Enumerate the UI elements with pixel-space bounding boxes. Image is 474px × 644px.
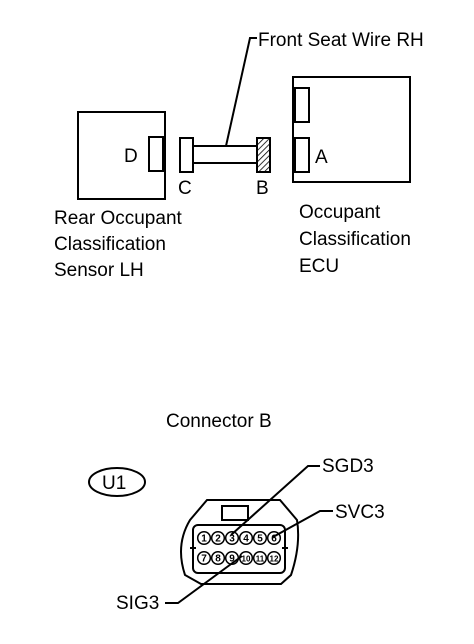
connector-pin-number: 12 <box>270 555 279 564</box>
connector-pin-3 <box>224 530 240 546</box>
connector-a-label: A <box>315 147 328 168</box>
ecu-label-line-1: Occupant <box>299 202 381 223</box>
connector-view-title: Connector B <box>166 411 272 432</box>
ecu-label-line-2: Classification <box>299 229 411 250</box>
connector-latch-tab <box>221 505 249 521</box>
rear-sensor: D Rear Occupant Classification Sensor LH <box>54 111 183 281</box>
signal-label-sgd3: SGD3 <box>322 456 374 477</box>
connector-pin-number: 11 <box>256 555 265 564</box>
connector-pin-11 <box>252 550 268 566</box>
front-seat-wire: C B <box>178 137 271 199</box>
rear-sensor-label-line-1: Rear Occupant <box>54 208 183 229</box>
wire-connector-b <box>256 137 271 173</box>
wire-label-leader <box>225 37 257 147</box>
ecu-connector-upper <box>294 87 310 123</box>
rear-sensor-label-line-2: Classification <box>54 234 166 255</box>
wire-connector-c <box>179 137 194 173</box>
connector-pin-8 <box>210 550 226 566</box>
rear-sensor-connector-d <box>148 136 164 172</box>
signal-label-svc3: SVC3 <box>335 502 385 523</box>
wire-label: Front Seat Wire RH <box>258 30 424 51</box>
connector-pin-number: 5 <box>257 534 263 545</box>
connector-pin-number: 9 <box>229 554 235 565</box>
connector-pin-number: 10 <box>242 555 251 564</box>
connector-pin-5 <box>252 530 268 546</box>
connector-pin-number: 2 <box>215 534 221 545</box>
signal-label-sig3: SIG3 <box>116 593 159 614</box>
rear-sensor-label-line-3: Sensor LH <box>54 260 144 281</box>
wire-body <box>192 145 258 164</box>
connector-c-label: C <box>178 178 192 199</box>
connector-pin-number: 1 <box>201 534 207 545</box>
connector-pin-4 <box>238 530 254 546</box>
connector-pin-1 <box>196 530 212 546</box>
connector-pin-number: 8 <box>215 554 221 565</box>
connector-pin-number: 7 <box>201 554 207 565</box>
connector-code-label: U1 <box>102 473 126 494</box>
leader-svc3 <box>272 510 333 538</box>
ecu-connector-a <box>294 137 310 173</box>
connector-d-label: D <box>124 146 138 167</box>
connector-code-badge <box>88 467 146 497</box>
connector-pin-2 <box>210 530 226 546</box>
ecu-box <box>292 76 411 183</box>
leader-sgd3 <box>230 465 320 536</box>
connector-pin-number: 3 <box>229 534 235 545</box>
connector-pin-number: 6 <box>271 534 277 545</box>
connector-pin-7 <box>196 550 212 566</box>
connector-b-label: B <box>256 178 269 199</box>
connector-pin-12 <box>266 550 282 566</box>
connector-pin-number: 4 <box>243 534 249 545</box>
ecu: A Occupant Classification ECU <box>292 76 411 277</box>
leader-sig3 <box>165 555 243 604</box>
ecu-label-line-3: ECU <box>299 256 339 277</box>
